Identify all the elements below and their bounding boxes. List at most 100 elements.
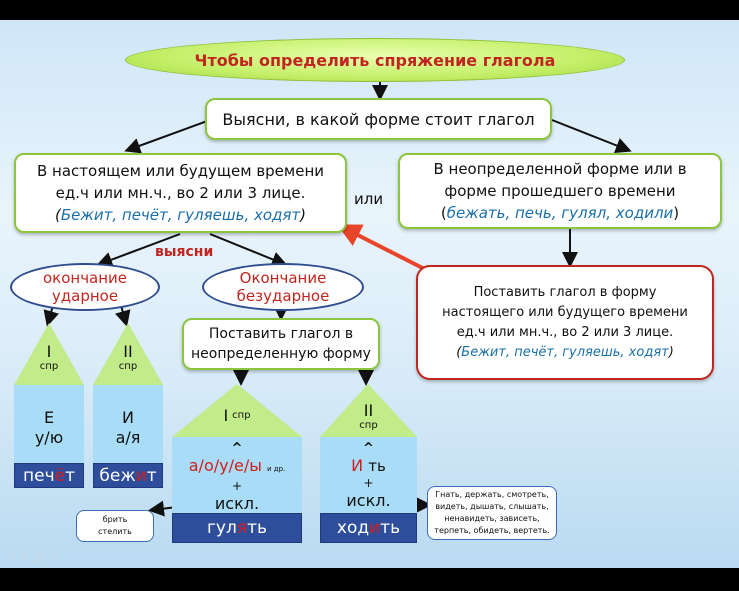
exceptions-left-box: брить стелить xyxy=(76,510,154,542)
col1-spr: спр xyxy=(39,361,59,372)
stressed-line2: ударное xyxy=(51,287,119,305)
find-out-label: выясни xyxy=(155,244,214,260)
stressed-oval: окончание ударное xyxy=(10,263,160,311)
col2-spr: спр xyxy=(118,361,138,372)
step-text: Выясни, в какой форме стоит глагол xyxy=(222,109,535,129)
exceptions-right-box: Гнать, держать, смотреть, видеть, дышать… xyxy=(427,486,557,540)
exc-right-line4: терпеть, обидеть, вертеть. xyxy=(434,526,550,535)
col2-roman: II xyxy=(123,342,133,361)
exc-left-line1: брить xyxy=(102,515,128,524)
col1-w3: т xyxy=(65,465,75,486)
col2-header: II спр xyxy=(93,342,163,372)
present-examples-line: (Бежит, печёт, гуляешь, ходят) xyxy=(55,204,306,226)
col3-spr: спр xyxy=(232,410,251,421)
slide: Чтобы определить спряжение глагола Выясн… xyxy=(0,20,739,568)
arrow-step-to-right xyxy=(551,119,632,154)
col2-body xyxy=(93,385,163,463)
back-icon[interactable]: ↩ xyxy=(6,550,17,564)
col4-t: ть xyxy=(368,457,386,475)
present-line2: ед.ч или мн.ч., во 2 или 3 лице. xyxy=(55,184,306,202)
title-oval: Чтобы определить спряжение глагола xyxy=(125,38,625,82)
col1-endings-text: у/ю xyxy=(34,428,64,447)
col3-w1: гул xyxy=(206,518,237,538)
col4-w1: ход xyxy=(336,518,370,538)
col1-w2: ё xyxy=(54,465,66,486)
arrow-left-to-stressed xyxy=(96,233,181,268)
unstressed-line1: Окончание xyxy=(239,269,327,287)
unstressed-oval: Окончание безударное xyxy=(202,263,364,311)
infinitive-line1: В неопределенной форме или в xyxy=(433,160,687,178)
put-line2: настоящего или будущего времени xyxy=(442,304,688,320)
col2-triangle xyxy=(93,323,163,385)
col1-triangle xyxy=(14,323,84,385)
exc-left-line2: стелить xyxy=(98,527,132,536)
col4-triangle xyxy=(320,384,417,437)
infinitive-line2: форме прошедшего времени xyxy=(444,182,676,200)
col3-w3: ть xyxy=(247,518,267,538)
paren-open: ( xyxy=(54,206,61,224)
present-examples: Бежит, печёт, гуляешь, ходят xyxy=(60,206,301,224)
col1-endings: Е у/ю xyxy=(14,408,84,448)
col1-roman: I xyxy=(46,342,52,361)
unstressed-line2: безударное xyxy=(236,287,330,305)
col1-header: I спр xyxy=(14,342,84,372)
put-line3: ед.ч или мн.ч., во 2 или 3 лице. xyxy=(456,324,674,340)
col4-plus: + xyxy=(363,476,374,490)
col3-body xyxy=(172,437,302,513)
col4-iskl: искл. xyxy=(346,491,391,510)
col3-w2: я xyxy=(236,518,248,538)
col2-w1: беж xyxy=(99,465,136,486)
col2-endings: И а/я xyxy=(93,408,163,448)
stressed-line1: окончание xyxy=(42,269,128,287)
put-examples-line: (Бежит, печёт, гуляешь, ходят) xyxy=(456,343,674,363)
infinitive-past-box: В неопределенной форме или в форме проше… xyxy=(398,153,722,229)
or-label: или xyxy=(354,190,384,208)
inf-line1: Поставить глагол в xyxy=(208,326,354,342)
col4-i: И xyxy=(351,456,364,475)
col4-w3: ть xyxy=(380,518,401,538)
exc-right-line1: Гнать, держать, смотреть, xyxy=(435,490,549,499)
put-line1: Поставить глагол в форму xyxy=(473,284,657,300)
paren-open: ( xyxy=(456,344,462,360)
arrow-left-to-unstressed xyxy=(209,233,288,267)
col4-i-line: И ть xyxy=(351,457,386,475)
col1-vowel: Е xyxy=(43,408,55,427)
col3-roman: I xyxy=(223,406,229,425)
col1-w1: печ xyxy=(23,465,55,486)
forward-icon[interactable]: ↪ xyxy=(48,550,60,564)
col3-caret: ^ xyxy=(231,441,243,456)
arrow-step-to-left xyxy=(124,119,211,154)
col4-endings: ^ И ть + искл. xyxy=(320,440,417,509)
infinitive-instruction-box: Поставить глагол в неопределенную форму xyxy=(182,318,380,370)
exc-right-line3: ненавидеть, зависеть, xyxy=(444,514,540,523)
col3-vowels-line: а/о/у/е/ы и др. xyxy=(189,457,286,478)
col4-spr: спр xyxy=(359,420,378,431)
exc-right-line2: видеть, дышать, слышать, xyxy=(435,502,549,511)
infinitive-examples: бежать, печь, гулял, ходили xyxy=(446,204,674,222)
col4-roman: II xyxy=(363,401,374,420)
slideshow-controls[interactable]: ↩ ✎ ▤ ↪ xyxy=(6,550,59,564)
col2-w2: и xyxy=(135,465,147,486)
col4-header: II спр xyxy=(320,401,417,431)
col3-triangle xyxy=(172,384,302,437)
present-future-box: В настоящем или будущем времени ед.ч или… xyxy=(14,153,347,233)
col3-idr: и др. xyxy=(266,465,286,473)
paren-close: ) xyxy=(300,206,307,224)
col4-w2: и xyxy=(369,518,381,538)
col3-iskl: искл. xyxy=(214,494,260,513)
col2-vowel: И xyxy=(122,408,134,427)
put-form-box: Поставить глагол в форму настоящего или … xyxy=(416,265,714,380)
put-examples: Бежит, печёт, гуляешь, ходят xyxy=(461,344,669,360)
col1-body xyxy=(14,385,84,463)
pen-icon[interactable]: ✎ xyxy=(19,550,30,564)
paren-open: ( xyxy=(440,204,447,222)
col4-body xyxy=(320,437,417,513)
inf-line2: неопределенную форму xyxy=(191,346,371,362)
menu-icon[interactable]: ▤ xyxy=(33,550,46,564)
col2-w3: т xyxy=(146,465,157,486)
col4-caret: ^ xyxy=(363,441,374,456)
